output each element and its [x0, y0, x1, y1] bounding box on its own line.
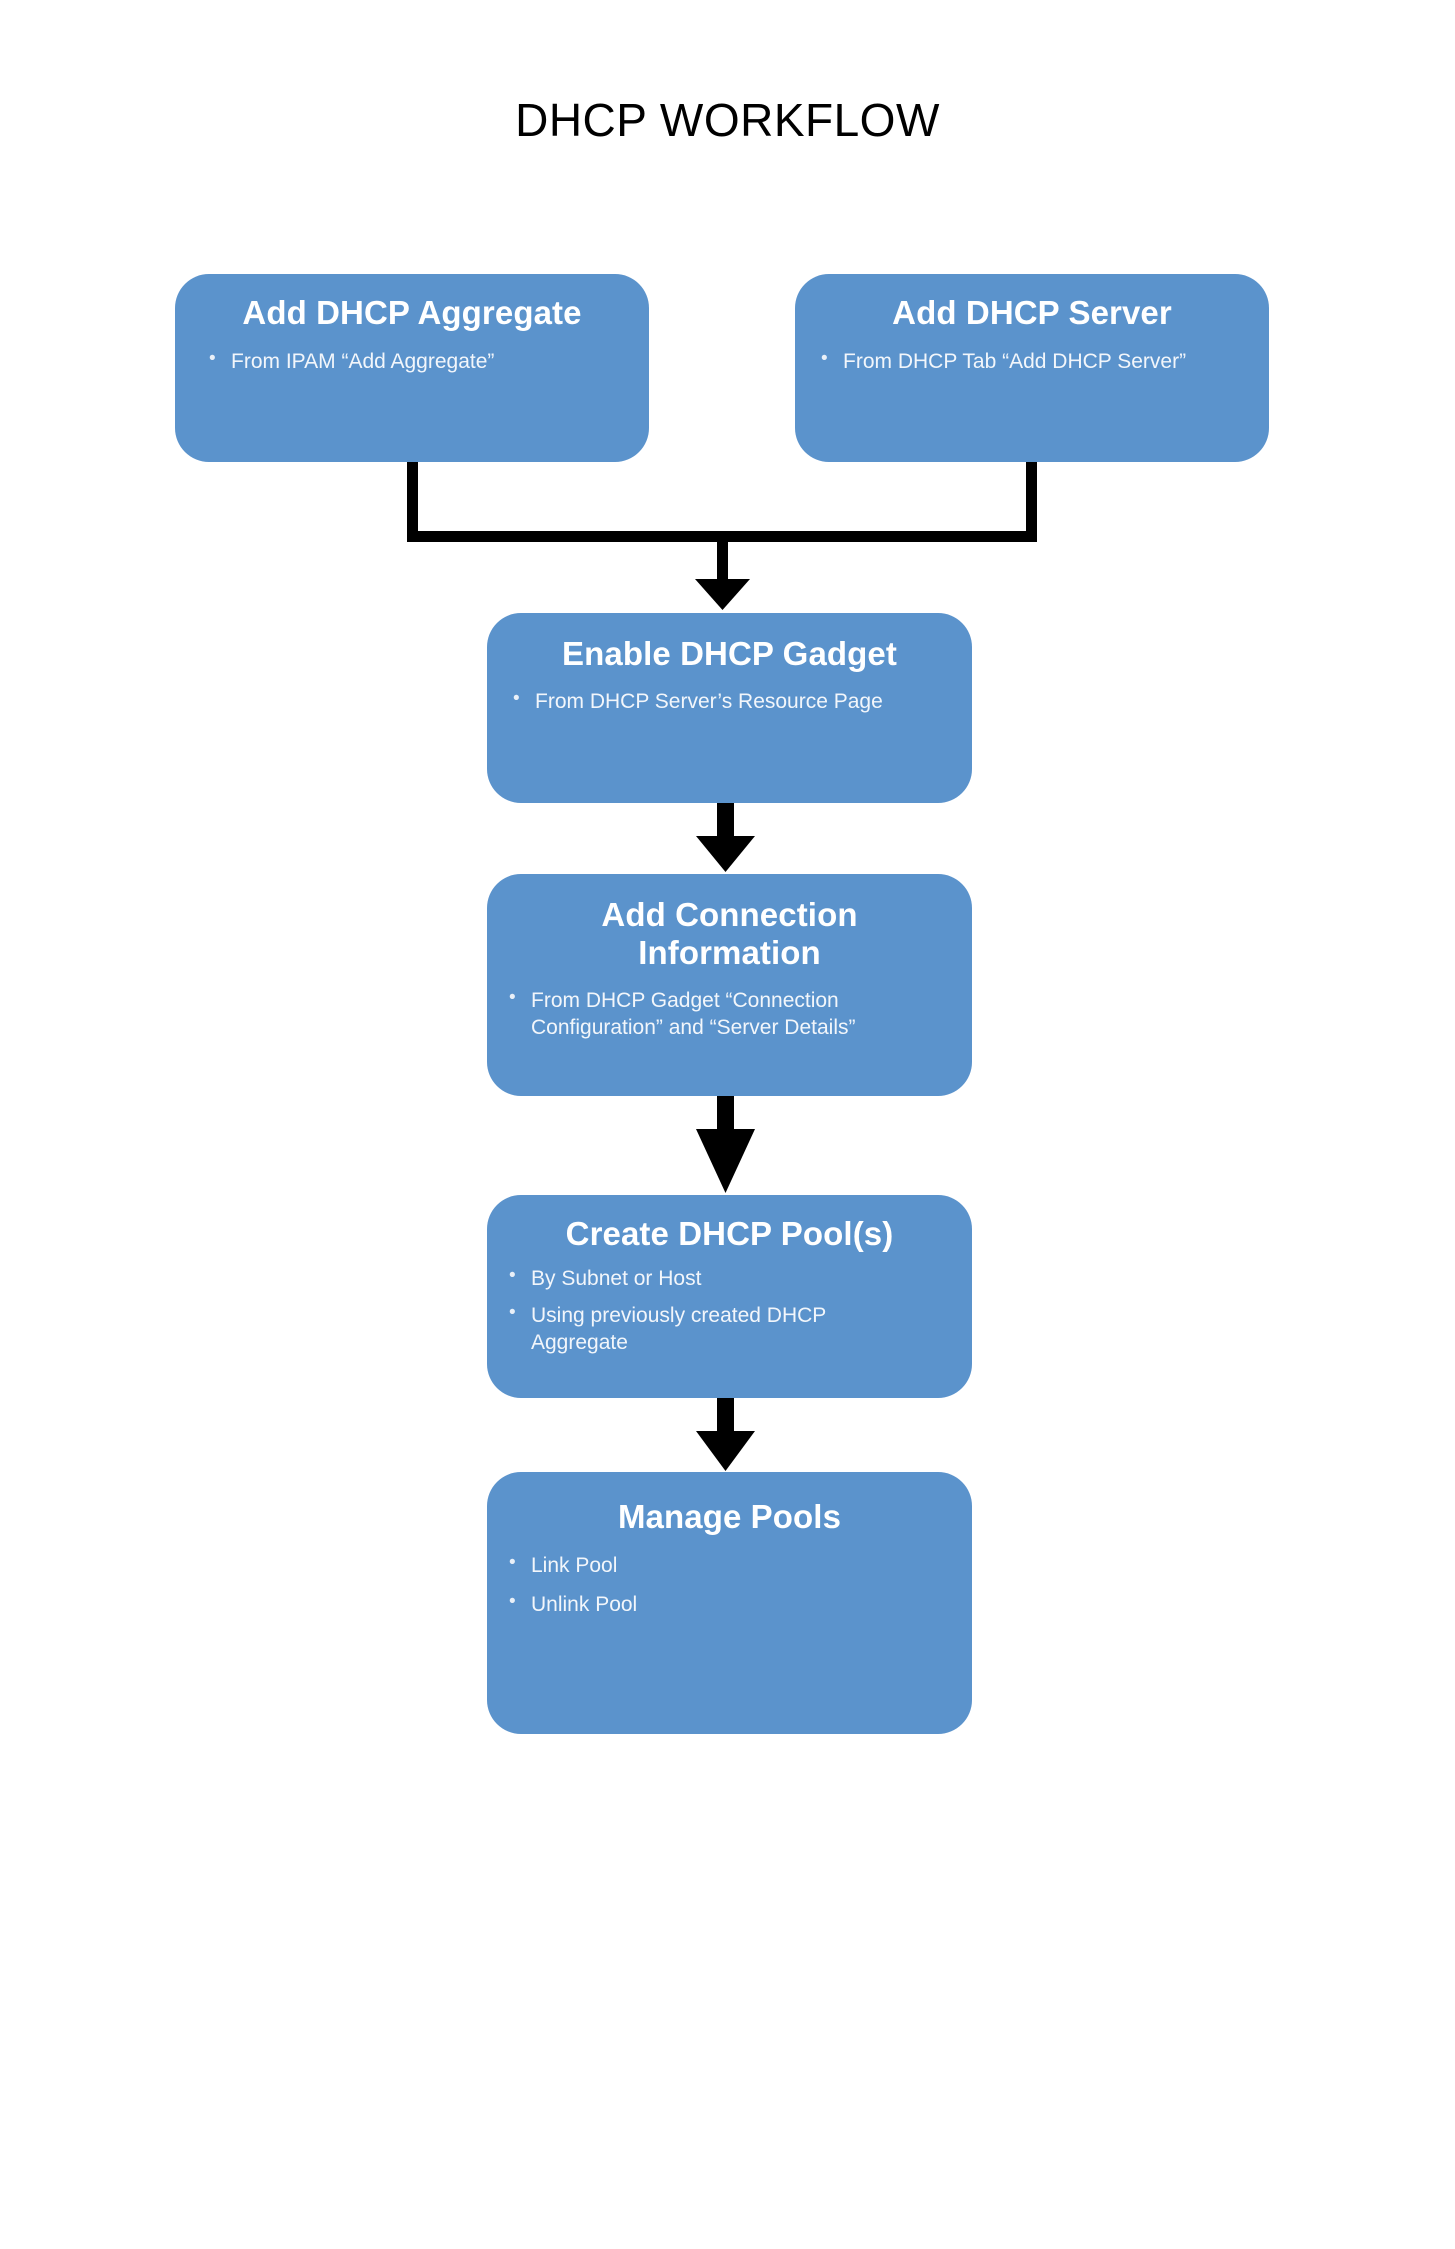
node-bullet: By Subnet or Host: [501, 1264, 972, 1292]
node-title: Add DHCP Server: [892, 294, 1172, 331]
page-title: DHCP WORKFLOW: [515, 94, 940, 146]
node-add-connection-information[interactable]: Add Connection Information From DHCP Gad…: [487, 874, 972, 1096]
node-bullet-list: Link Pool Unlink Pool: [501, 1551, 972, 1618]
node-title: Manage Pools: [617, 1498, 842, 1535]
node-title: Enable DHCP Gadget: [562, 635, 897, 672]
node-bullet: From IPAM “Add Aggregate”: [201, 347, 649, 375]
connector-add-connection-to-create-pools: [696, 1094, 755, 1193]
node-title: Create DHCP Pool(s): [565, 1215, 894, 1252]
node-bullet-list: From DHCP Tab “Add DHCP Server”: [813, 347, 1269, 375]
node-add-dhcp-aggregate[interactable]: Add DHCP Aggregate From IPAM “Add Aggreg…: [175, 274, 649, 462]
node-create-dhcp-pools[interactable]: Create DHCP Pool(s) By Subnet or Host Us…: [487, 1195, 972, 1398]
node-bullet: From DHCP Gadget “Connection Configurati…: [501, 986, 972, 1042]
node-bullet-list: From IPAM “Add Aggregate”: [201, 347, 649, 375]
node-add-dhcp-server[interactable]: Add DHCP Server From DHCP Tab “Add DHCP …: [795, 274, 1269, 462]
connector-create-pools-to-manage-pools: [696, 1396, 755, 1471]
node-bullet-list: From DHCP Server’s Resource Page: [505, 687, 972, 715]
node-manage-pools[interactable]: Manage Pools Link Pool Unlink Pool: [487, 1472, 972, 1734]
node-enable-dhcp-gadget[interactable]: Enable DHCP Gadget From DHCP Server’s Re…: [487, 613, 972, 803]
node-bullet: Using previously created DHCP Aggregate: [501, 1301, 972, 1357]
node-bullet: From DHCP Server’s Resource Page: [505, 687, 972, 715]
node-title: Add Connection Information: [601, 896, 858, 972]
node-bullet: Link Pool: [501, 1551, 972, 1579]
node-title: Add DHCP Aggregate: [242, 294, 582, 331]
node-bullet: From DHCP Tab “Add DHCP Server”: [813, 347, 1269, 375]
connector-enable-gadget-to-add-connection: [696, 801, 755, 872]
node-bullet: Unlink Pool: [501, 1590, 972, 1618]
connector-merge-to-enable-gadget: [407, 460, 1037, 610]
node-bullet-list: By Subnet or Host Using previously creat…: [501, 1264, 972, 1357]
node-bullet-list: From DHCP Gadget “Connection Configurati…: [501, 986, 972, 1042]
